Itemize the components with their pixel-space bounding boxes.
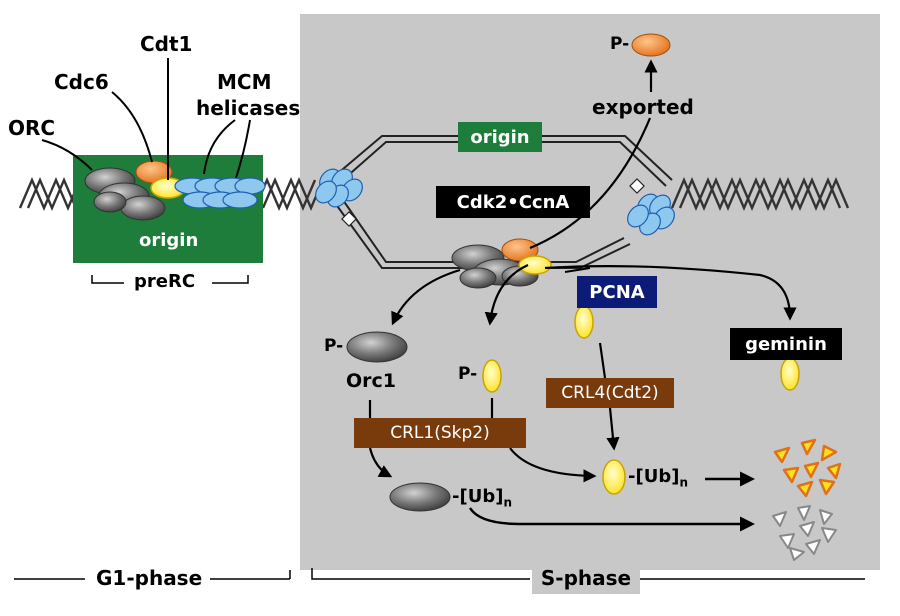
ub-cdt1-sub: n xyxy=(679,475,688,490)
dna-helix-right xyxy=(670,176,850,212)
orc-pointer xyxy=(41,139,93,171)
ub-cdt1-text: -[Ub] xyxy=(628,466,680,487)
cdt1-phospho xyxy=(482,359,502,393)
orc1-label: Orc1 xyxy=(346,370,397,392)
orc1-degradation-arrow xyxy=(468,507,755,532)
cdk2-label: Cdk2•CcnA xyxy=(456,191,570,213)
export-path xyxy=(529,117,652,250)
s-origin-box: origin xyxy=(458,122,542,152)
mcm-fork-left xyxy=(315,168,363,208)
mcm-label: MCM xyxy=(217,70,272,94)
arrow-to-orc1 xyxy=(391,268,461,326)
mcm-fork-right xyxy=(627,193,675,236)
cdt1-s xyxy=(518,255,552,275)
pcna-label: PCNA xyxy=(589,281,645,303)
p-export-label: P- xyxy=(610,34,630,54)
s-phase-label: S-phase xyxy=(540,566,632,590)
prerc-origin-label: origin xyxy=(139,230,199,251)
cdc6-exported xyxy=(631,33,671,57)
cdt1-geminin xyxy=(780,357,800,391)
helicases-label: helicases xyxy=(196,96,301,120)
cdt1-label: Cdt1 xyxy=(140,32,193,56)
phase-lines xyxy=(14,568,865,580)
cdc6-label: Cdc6 xyxy=(54,70,109,94)
lagging-primer-2 xyxy=(629,178,645,194)
ub-orc1-label: -[Ub]n xyxy=(452,486,512,510)
geminin-box: geminin xyxy=(730,328,842,360)
arrow-to-geminin xyxy=(544,265,797,321)
prerc-bracket xyxy=(91,275,249,284)
ub-cdt1-label: -[Ub]n xyxy=(628,466,688,490)
arrow-to-pcdt1 xyxy=(484,263,529,326)
orc1-ubiquitinated xyxy=(389,482,451,512)
orc-complex xyxy=(84,167,166,221)
pcna-box: PCNA xyxy=(577,276,657,308)
s-phase-label-box: S-phase xyxy=(532,562,640,594)
ub-orc1-text: -[Ub] xyxy=(452,486,504,507)
mcm-helicases-left xyxy=(174,177,266,209)
cdt1-fragments xyxy=(773,438,842,498)
crl4-box: CRL4(Cdt2) xyxy=(546,378,674,408)
cdt1-ubiquitinated xyxy=(602,459,626,495)
pcna-to-crl4 xyxy=(598,342,607,379)
exported-label: exported xyxy=(592,95,694,119)
orc-label: ORC xyxy=(8,116,56,140)
ub-orc1-sub: n xyxy=(503,495,512,510)
cdt1-pcna xyxy=(574,305,594,339)
cdc6-pointer xyxy=(111,91,153,163)
p-cdt1-label: P- xyxy=(458,364,478,384)
orc1-fragments xyxy=(772,505,837,561)
orc-complex-s xyxy=(451,244,539,289)
pcna-line xyxy=(564,267,591,273)
crl1-label: CRL1(Skp2) xyxy=(390,423,490,443)
p-orc1-label: P- xyxy=(324,336,344,356)
prerc-label: preRC xyxy=(134,271,196,292)
s-origin-label: origin xyxy=(470,126,530,148)
g1-phase-label: G1-phase xyxy=(96,566,203,590)
orc1-phospho xyxy=(346,331,408,363)
cdk2-box: Cdk2•CcnA xyxy=(436,186,590,218)
lagging-primer-1 xyxy=(341,211,357,227)
crl4-label: CRL4(Cdt2) xyxy=(561,383,659,403)
mcm-pointer-2 xyxy=(235,119,251,179)
mcm-pointer xyxy=(203,119,236,175)
cdt1-to-ub xyxy=(509,447,597,483)
orc1-to-ub xyxy=(368,447,393,478)
crl4-to-ub xyxy=(606,407,620,451)
crl1-box: CRL1(Skp2) xyxy=(354,418,526,448)
geminin-label: geminin xyxy=(745,333,827,355)
